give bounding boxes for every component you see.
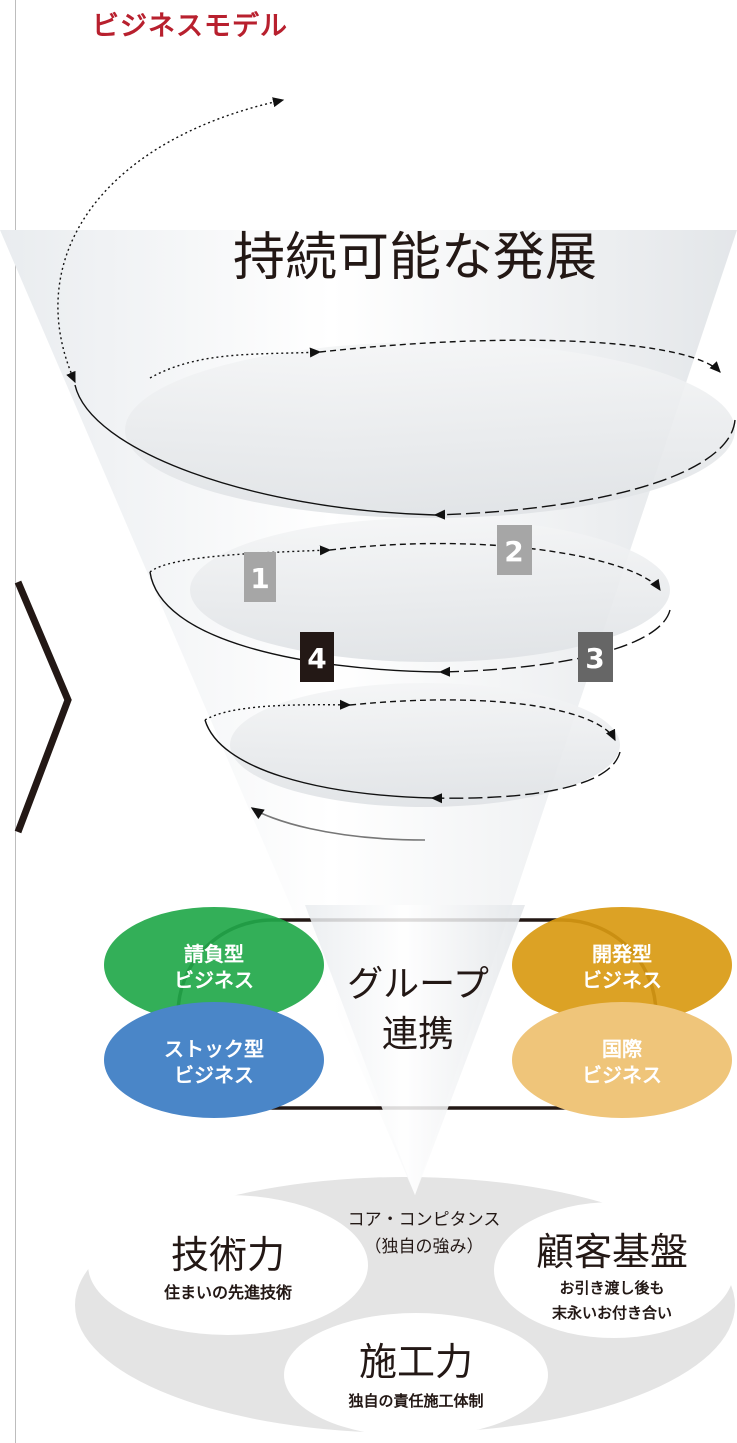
contract-business: 請負型 ビジネス: [104, 907, 324, 1023]
spiral-ring-1-front-right: [433, 419, 736, 520]
development-business-line1: 開発型: [592, 942, 652, 966]
step-badge-2: 2: [497, 525, 532, 575]
development-business-line2: ビジネス: [582, 968, 662, 992]
spiral-ring-2-front-left: [149, 571, 441, 673]
step-badge-1-label: 1: [250, 562, 269, 595]
spiral-start-arc: [250, 807, 426, 841]
spiral-ring-1-back: [149, 347, 322, 379]
customer-subtitle-line2: 末永いお付き合い: [552, 1304, 672, 1322]
development-business: 開発型 ビジネス: [512, 907, 732, 1023]
customer-title: 顧客基盤: [536, 1230, 688, 1274]
headline: 持続可能な発展: [233, 228, 597, 288]
international-business-line1: 国際: [602, 1037, 643, 1061]
spiral-ring-3-top: [349, 699, 616, 742]
stock-business: ストック型 ビジネス: [104, 1002, 324, 1118]
technology-title: 技術力: [171, 1233, 285, 1277]
spiral-ring-2-top: [329, 542, 661, 592]
chevron-right-icon: [14, 580, 72, 834]
page-title: ビジネスモデル: [92, 11, 288, 42]
spiral-ring-3-front-left: [204, 719, 433, 799]
international-business: 国際 ビジネス: [512, 1002, 732, 1118]
spiral-top-arc: [57, 97, 285, 384]
spiral-disc-1: [125, 342, 735, 518]
group-label-line1: グループ: [347, 964, 489, 1005]
spiral-ring-2-back: [149, 545, 332, 573]
construction-title: 施工力: [359, 1340, 473, 1384]
spiral-disc-3: [230, 683, 620, 807]
contract-business-line1: 請負型: [184, 942, 244, 966]
spiral-ring-3-front-right: [430, 751, 621, 804]
step-badge-4: 4: [300, 632, 334, 682]
step-badge-1: 1: [244, 552, 276, 602]
step-badge-4-label: 4: [307, 642, 326, 675]
spiral-ring-1-top: [319, 339, 721, 373]
step-badge-3-label: 3: [585, 642, 604, 675]
group-label-line2: 連携: [382, 1014, 454, 1055]
customer-subtitle-line1: お引き渡し後も: [559, 1279, 664, 1297]
technology-subtitle: 住まいの先進技術: [164, 1283, 292, 1302]
step-badge-2-label: 2: [504, 535, 523, 568]
stock-business-line1: ストック型: [164, 1037, 264, 1061]
construction-circle: [284, 1313, 548, 1437]
left-rule: [15, 0, 16, 1443]
step-badge-3: 3: [578, 632, 613, 682]
core-label-line1: コア・コンピタンス: [348, 1210, 501, 1230]
customer-circle: [494, 1202, 734, 1338]
spiral-ring-3-back: [204, 699, 352, 721]
technology-circle: [88, 1195, 368, 1335]
spiral-ring-1-front-left: [74, 384, 436, 516]
spiral-disc-2: [190, 518, 670, 662]
stock-business-line2: ビジネス: [174, 1063, 254, 1087]
contract-business-line2: ビジネス: [174, 968, 254, 992]
core-label-line2: （独自の強み）: [365, 1237, 484, 1257]
construction-subtitle: 独自の責任施工体制: [348, 1392, 483, 1410]
cone-lower: [305, 905, 525, 1195]
international-business-line2: ビジネス: [582, 1063, 662, 1087]
